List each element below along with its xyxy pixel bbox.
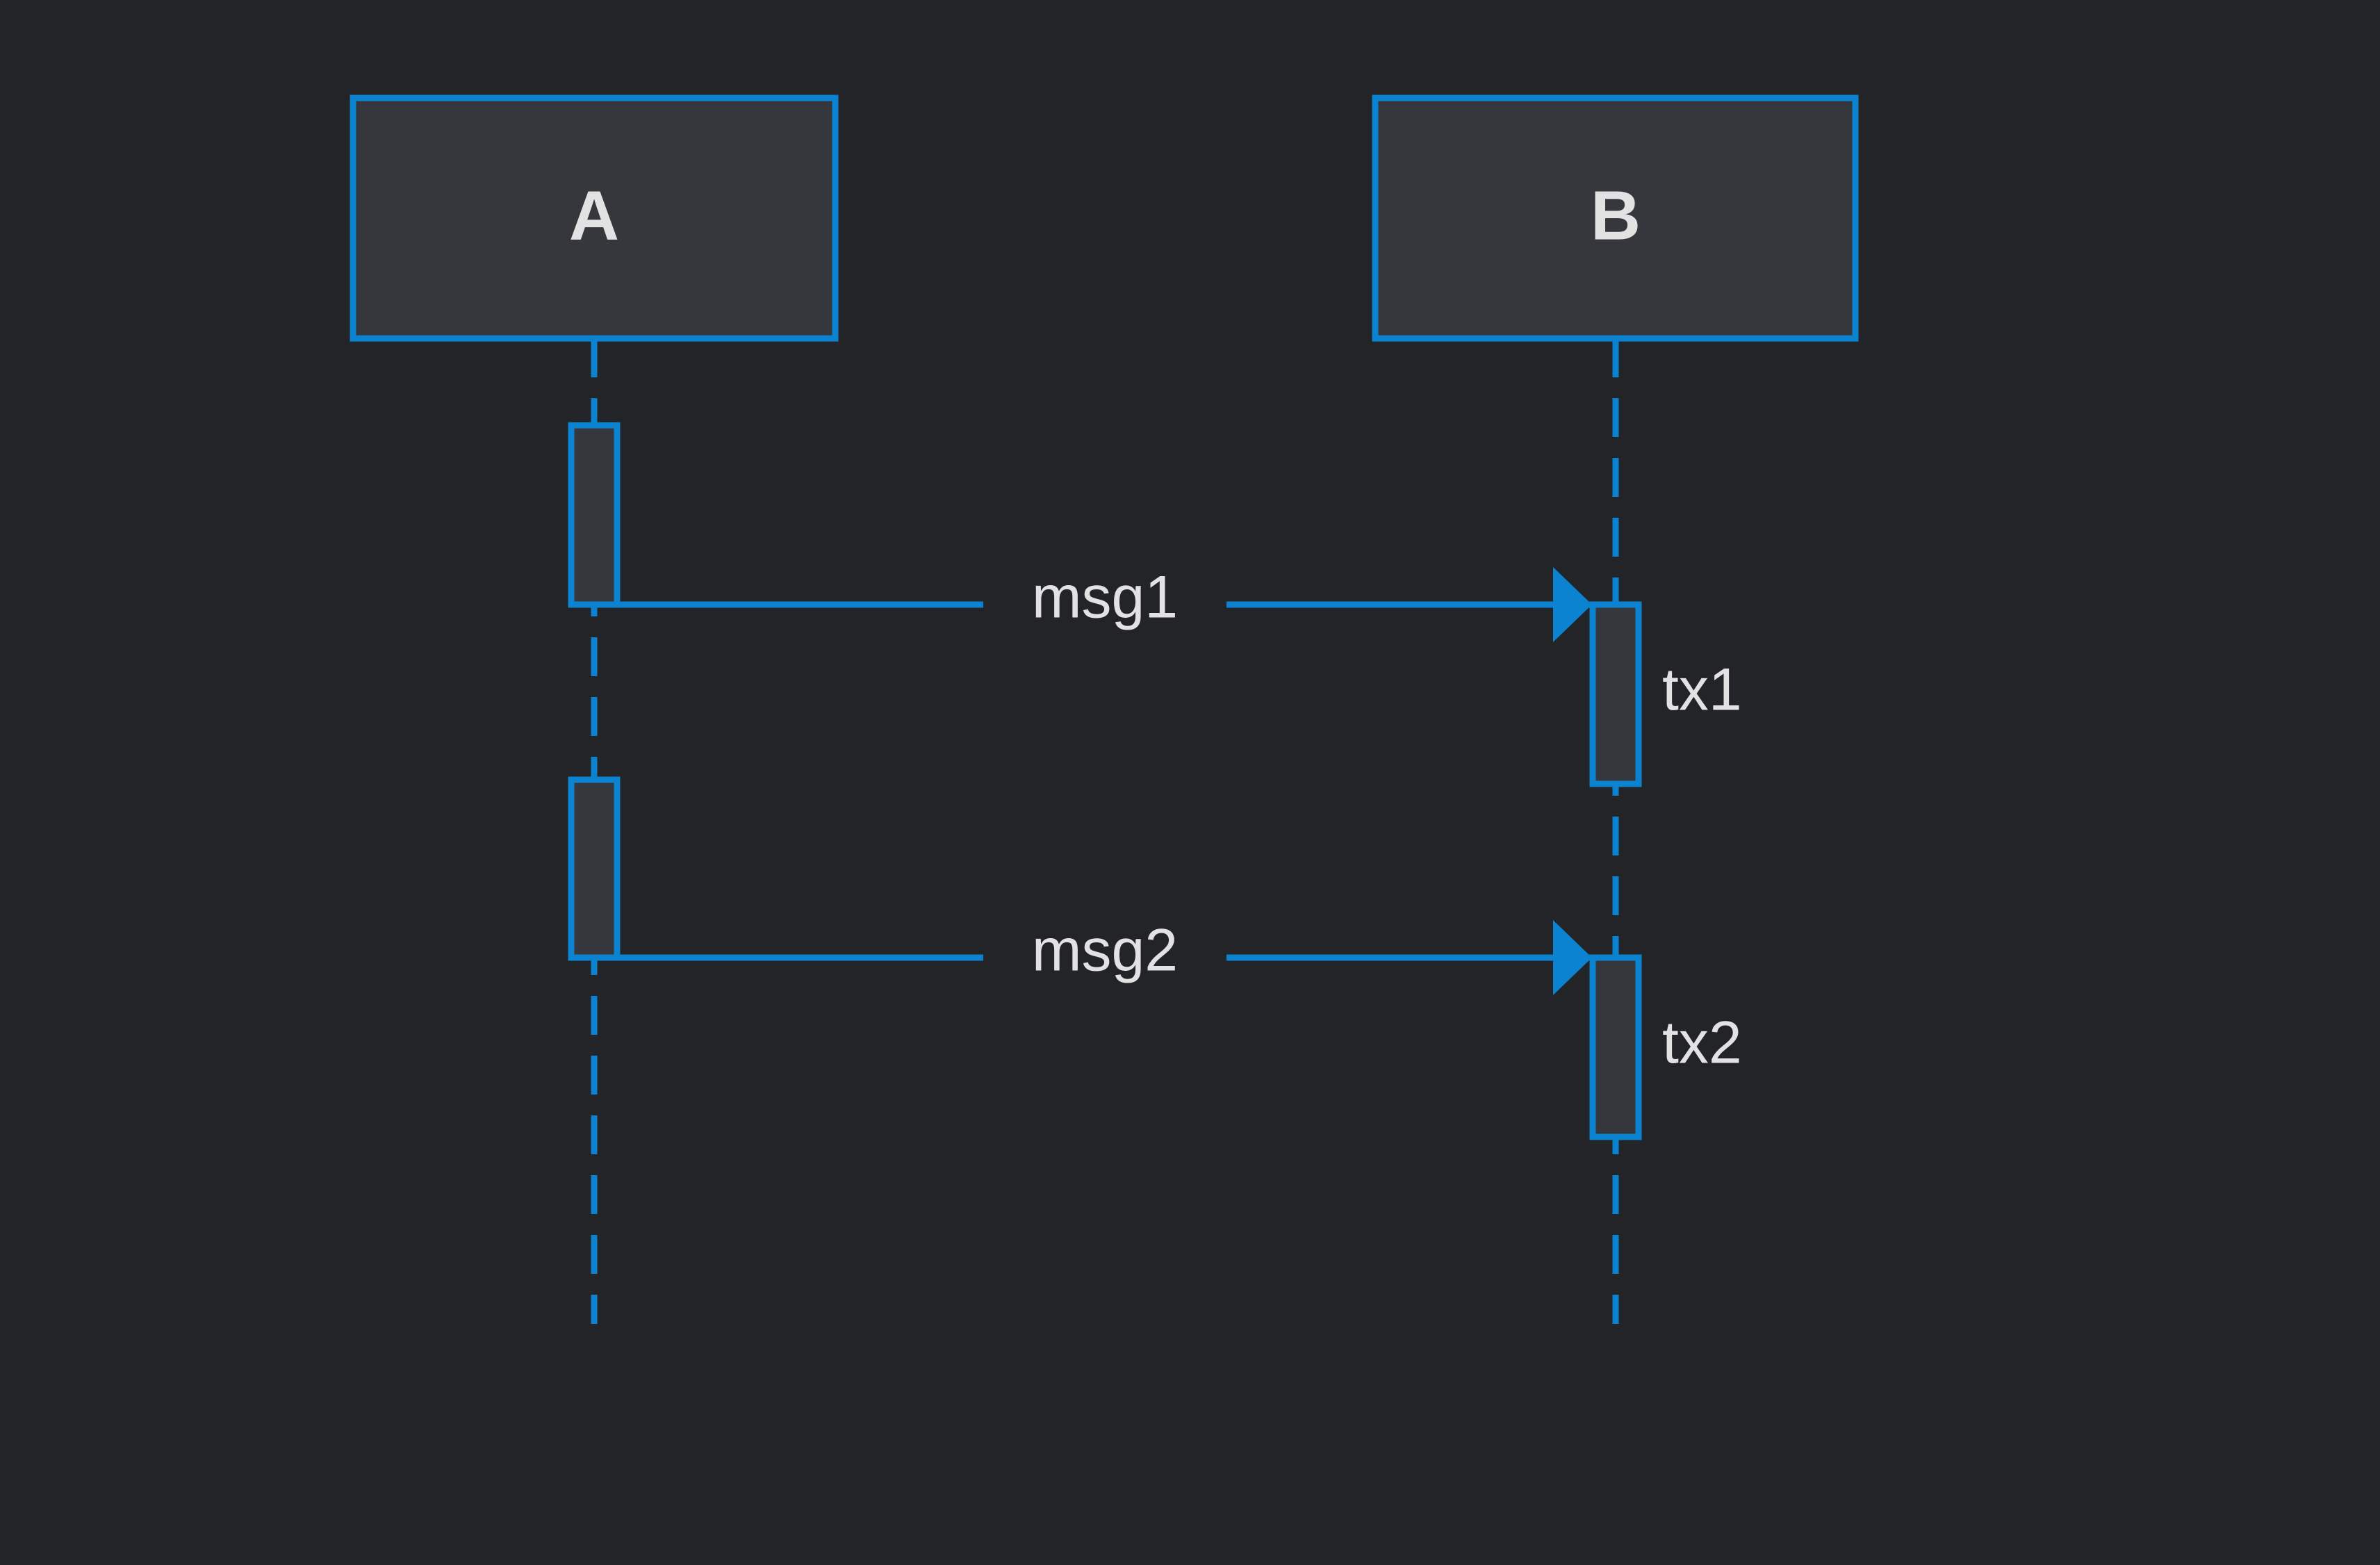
activation-b-2[interactable]: tx2 (1589, 954, 1742, 1140)
activation-label-tx1: tx1 (1662, 657, 1742, 723)
activation-b-1[interactable]: tx1 (1589, 601, 1742, 787)
messages-group: msg1 msg2 (594, 563, 1592, 995)
participants-group: A B (350, 95, 1859, 342)
participant-label-a: A (569, 177, 619, 254)
participant-box-b[interactable] (1372, 95, 1859, 342)
message-msg1[interactable]: msg1 (594, 563, 1592, 642)
participant-b[interactable]: B (1372, 95, 1859, 342)
activation-bar-b-1[interactable] (1589, 601, 1642, 787)
lifelines-group (591, 338, 1619, 1324)
message-label-msg2: msg2 (1032, 917, 1178, 984)
activation-bar-a-1[interactable] (568, 422, 621, 608)
arrow-head-msg1 (1553, 567, 1592, 642)
activations-group: tx1 tx2 (568, 422, 1742, 1140)
activation-bar-b-2[interactable] (1589, 954, 1642, 1140)
arrow-head-msg2 (1553, 920, 1592, 995)
message-label-backdrop-msg1 (983, 563, 1226, 641)
message-label-backdrop-msg2 (983, 916, 1226, 994)
participant-a[interactable]: A (350, 95, 839, 342)
activation-label-tx2: tx2 (1662, 1010, 1742, 1076)
participant-box-a[interactable] (350, 95, 839, 342)
activation-bar-a-2[interactable] (568, 776, 621, 961)
message-label-msg1: msg1 (1032, 564, 1178, 631)
participant-label-b: B (1591, 177, 1641, 254)
message-msg2[interactable]: msg2 (594, 916, 1592, 995)
